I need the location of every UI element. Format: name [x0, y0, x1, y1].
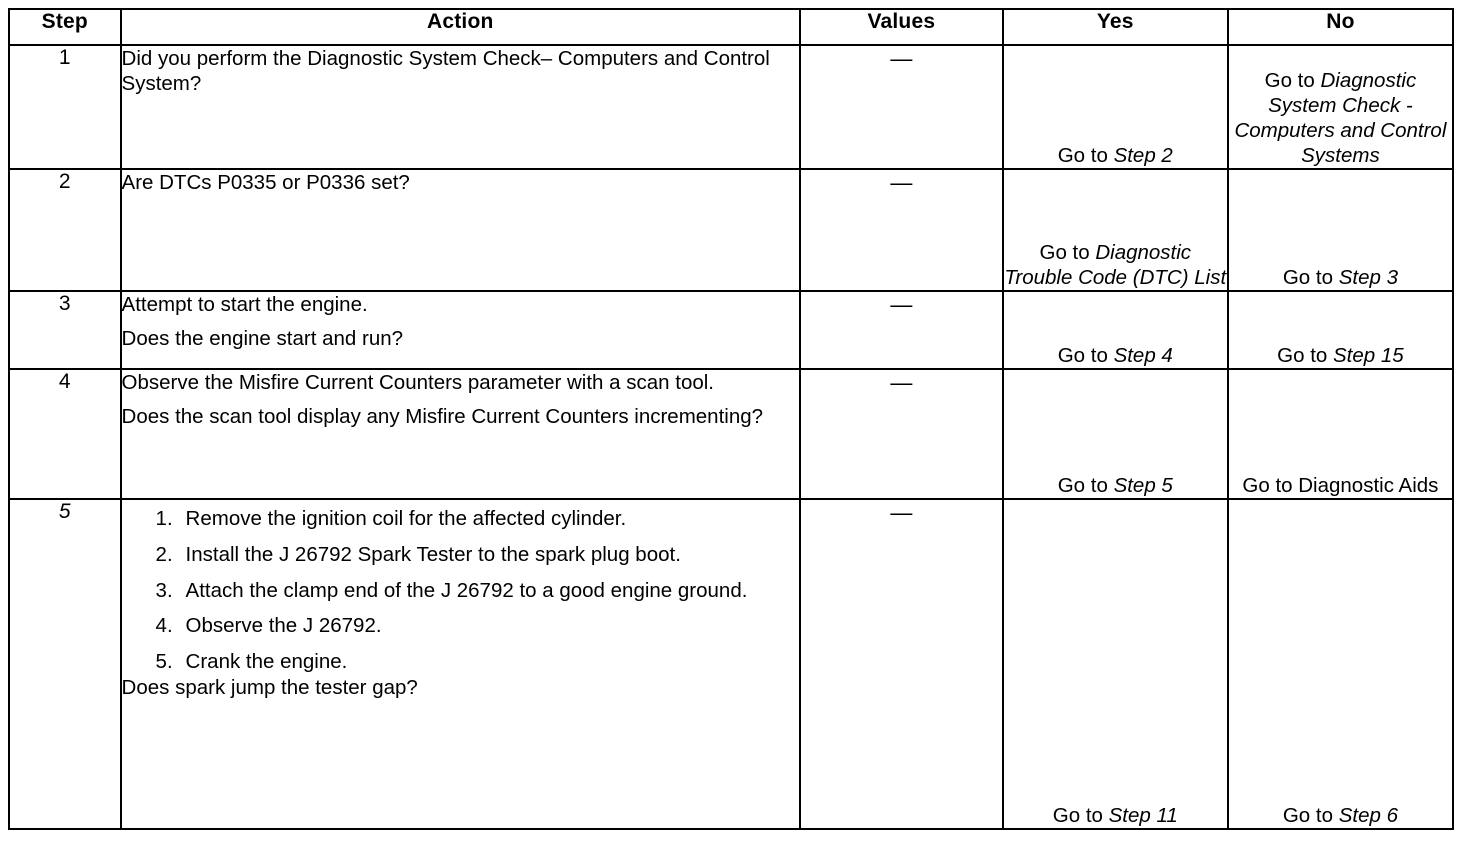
step-number-cell: 4: [8, 368, 122, 500]
step-number: 2: [58, 170, 71, 193]
values-cell: —: [798, 44, 1004, 170]
list-item-text: Install the: [185, 542, 279, 566]
column-header-no: No: [1226, 8, 1455, 46]
no-reference: Step 15: [1333, 344, 1404, 367]
column-header-action: Action: [119, 8, 801, 46]
values-cell: —: [798, 498, 1004, 830]
step-number: 3: [58, 292, 71, 315]
action-text: Are DTCs P0335 or P0336 set?: [121, 171, 410, 194]
list-item-text-tail: to a good engine ground.: [513, 578, 748, 602]
no-destination: Diagnostic Aids: [1298, 474, 1439, 497]
diagnostic-procedure-table: Step Action Values Yes No 1 Did you perf…: [8, 8, 1455, 830]
yes-cell: Go to Step 4: [1001, 290, 1229, 370]
action-question: Does the scan tool display any Misfire C…: [121, 405, 764, 429]
yes-reference: Step 5: [1113, 474, 1173, 497]
table-row: 5 Remove the ignition coil for the affec…: [8, 498, 1455, 830]
values-text: —: [890, 370, 913, 395]
action-cell: Did you perform the Diagnostic System Ch…: [119, 44, 801, 170]
yes-reference: Step 4: [1113, 344, 1173, 367]
yes-cell: Go to Step 11: [1001, 498, 1229, 830]
action-cell: Attempt to start the engine. Does the en…: [119, 290, 801, 370]
step-number: 4: [58, 370, 71, 393]
values-text: —: [890, 170, 913, 195]
values-cell: —: [798, 368, 1004, 500]
table-row: 2 Are DTCs P0335 or P0336 set? — Go to D…: [8, 168, 1455, 292]
action-text: Attempt to start the engine.: [121, 293, 368, 316]
values-text: —: [890, 292, 913, 317]
values-cell: —: [798, 168, 1004, 292]
yes-prefix: Go to: [1039, 241, 1096, 264]
action-cell: Are DTCs P0335 or P0336 set?: [119, 168, 801, 292]
values-cell: —: [798, 290, 1004, 370]
step-number-cell: 1: [8, 44, 122, 170]
no-prefix: Go to: [1277, 344, 1333, 367]
step-number-cell: 2: [8, 168, 122, 292]
no-prefix: Go to: [1282, 804, 1339, 827]
action-question: Does spark jump the tester gap?: [121, 676, 418, 700]
list-item: Crank the engine.: [156, 649, 799, 675]
list-item: Observe the J 26792.: [156, 613, 799, 639]
list-item: Install the J 26792 Spark Tester to the …: [156, 542, 799, 568]
yes-reference: Step 2: [1113, 144, 1173, 167]
step-number-cell: 3: [8, 290, 122, 370]
list-item: Attach the clamp end of the J 26792 to a…: [156, 578, 799, 604]
step-number: 5: [58, 500, 71, 523]
values-text: —: [890, 46, 913, 71]
list-item-tool: J 26792: [278, 542, 352, 566]
values-text: —: [890, 500, 913, 525]
no-cell: Go to Step 6: [1226, 498, 1455, 830]
no-reference: Step 6: [1338, 804, 1398, 827]
step-number-cell: 5: [8, 498, 122, 830]
action-question: Does the engine start and run?: [121, 327, 404, 351]
list-item-text: Attach the clamp end of the: [185, 578, 441, 602]
list-item-text: Remove the ignition coil for the affecte…: [185, 507, 627, 530]
action-text: Did you perform the Diagnostic System Ch…: [121, 47, 770, 96]
action-cell: Observe the Misfire Current Counters par…: [119, 368, 801, 500]
yes-reference: Diagnostic Trouble Code (DTC) List: [1004, 241, 1227, 289]
list-item-tool: J 26792: [440, 578, 514, 602]
no-cell: Go to Step 15: [1226, 290, 1455, 370]
no-reference: Step 3: [1338, 266, 1398, 289]
no-prefix: Go to: [1264, 69, 1321, 92]
table-row: 1 Did you perform the Diagnostic System …: [8, 44, 1455, 170]
list-item-tool: J 26792: [302, 614, 376, 638]
yes-prefix: Go to: [1057, 474, 1114, 497]
table-row: 3 Attempt to start the engine. Does the …: [8, 290, 1455, 370]
column-header-step: Step: [8, 8, 122, 46]
action-text: Observe the Misfire Current Counters par…: [121, 371, 714, 394]
list-item-text-tail: Spark Tester to the spark plug boot.: [351, 542, 681, 566]
yes-cell: Go to Step 2: [1001, 44, 1229, 170]
no-prefix: Go to: [1242, 474, 1299, 497]
no-reference: Diagnostic System Check - Computers and …: [1234, 69, 1447, 167]
step-number: 1: [58, 46, 71, 69]
yes-prefix: Go to: [1057, 344, 1114, 367]
no-cell: Go to Diagnostic System Check - Computer…: [1226, 44, 1455, 170]
yes-cell: Go to Step 5: [1001, 368, 1229, 500]
table-header-row: Step Action Values Yes No: [8, 8, 1455, 46]
no-cell: Go to Step 3: [1226, 168, 1455, 292]
list-item-text: Observe the: [185, 614, 303, 638]
column-header-values: Values: [798, 8, 1004, 46]
list-item-text: Crank the engine.: [185, 650, 348, 674]
yes-cell: Go to Diagnostic Trouble Code (DTC) List: [1001, 168, 1229, 292]
no-prefix: Go to: [1282, 266, 1339, 289]
list-item-text-tail: .: [375, 614, 382, 638]
action-cell: Remove the ignition coil for the affecte…: [119, 498, 801, 830]
action-procedure-list: Remove the ignition coil for the affecte…: [122, 506, 799, 675]
yes-prefix: Go to: [1052, 804, 1109, 827]
column-header-yes: Yes: [1001, 8, 1229, 46]
yes-reference: Step 11: [1108, 804, 1178, 827]
yes-prefix: Go to: [1057, 144, 1114, 167]
list-item: Remove the ignition coil for the affecte…: [156, 506, 799, 532]
table-row: 4 Observe the Misfire Current Counters p…: [8, 368, 1455, 500]
no-cell: Go to Diagnostic Aids: [1226, 368, 1455, 500]
